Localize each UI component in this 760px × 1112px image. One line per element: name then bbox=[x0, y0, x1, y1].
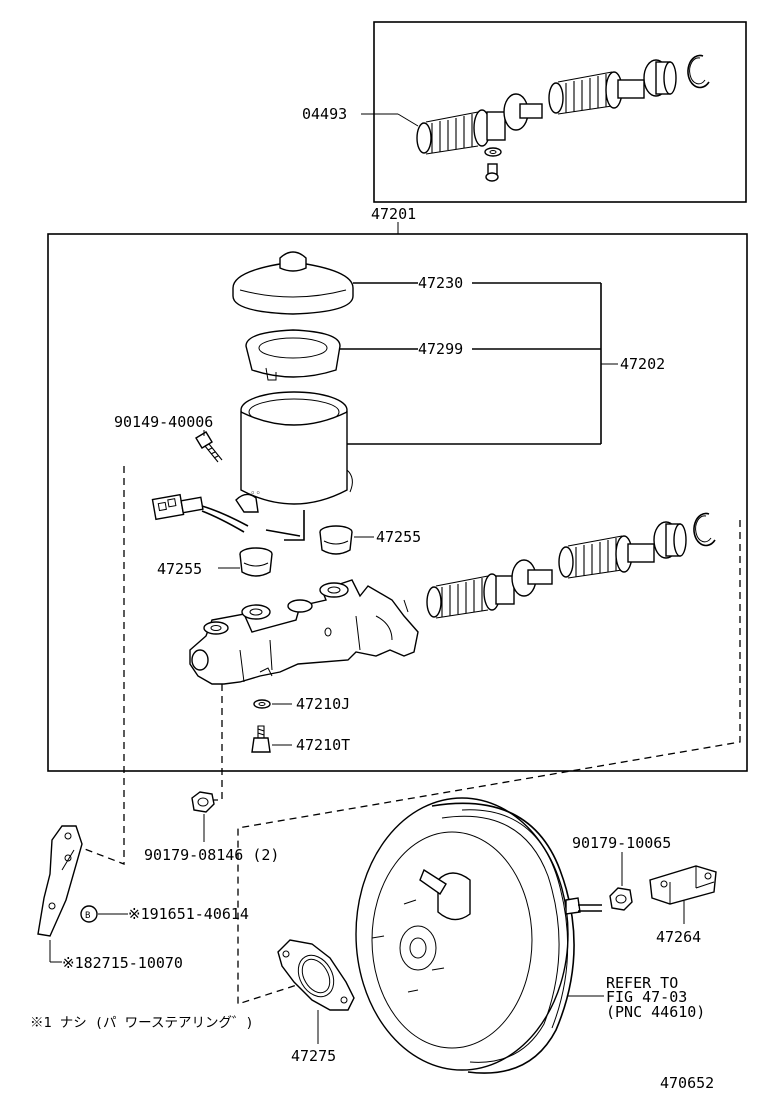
label-grommet-left[interactable]: 47255 bbox=[157, 560, 202, 578]
brake-booster bbox=[355, 797, 602, 1074]
label-master-cylinder[interactable]: 47201 bbox=[371, 205, 416, 223]
bracket bbox=[37, 825, 83, 937]
booster-gasket bbox=[277, 939, 355, 1011]
label-cap-seal[interactable]: 47299 bbox=[418, 340, 463, 358]
label-kit[interactable]: 04493 bbox=[302, 105, 347, 123]
dashed-leader-booster bbox=[237, 520, 741, 1005]
refer-line-2[interactable]: FIG 47-03 bbox=[606, 988, 687, 1006]
label-clevis[interactable]: 47264 bbox=[656, 928, 701, 946]
svg-text:B: B bbox=[85, 911, 90, 921]
label-grommet-right[interactable]: 47255 bbox=[376, 528, 421, 546]
label-nut-left[interactable]: 90179-08146 (2) bbox=[144, 846, 279, 864]
gasket bbox=[253, 699, 271, 709]
nut-right bbox=[609, 887, 633, 911]
kit-piston-assembly bbox=[416, 54, 710, 182]
nut-left bbox=[191, 791, 215, 813]
refer-line-1[interactable]: REFER TO bbox=[606, 974, 678, 992]
master-cylinder-box bbox=[47, 233, 748, 772]
label-bracket-bolt[interactable]: ※191651-40614 bbox=[128, 905, 249, 923]
cap-seal bbox=[245, 329, 341, 381]
dashed-leader-union bbox=[208, 684, 223, 801]
bracket-bolt: B bbox=[80, 905, 98, 923]
clevis bbox=[649, 865, 717, 905]
label-reservoir-cap[interactable]: 47230 bbox=[418, 274, 463, 292]
kit-box bbox=[373, 21, 747, 203]
grommet-right bbox=[319, 525, 353, 555]
figure-number: 470652 bbox=[660, 1074, 714, 1092]
label-nut-right[interactable]: 90179-10065 bbox=[572, 834, 671, 852]
reservoir-body: ◦◦ bbox=[235, 391, 353, 541]
label-union-bolt[interactable]: 47210T bbox=[296, 736, 350, 754]
screw-level-switch bbox=[195, 431, 223, 463]
label-level-switch-screw[interactable]: 90149-40006 bbox=[114, 413, 213, 431]
refer-line-3[interactable]: (PNC 44610) bbox=[606, 1003, 705, 1021]
union-bolt bbox=[251, 725, 271, 753]
label-booster-gasket[interactable]: 47275 bbox=[291, 1047, 336, 1065]
master-cylinder-body bbox=[189, 579, 419, 685]
reservoir-cap bbox=[232, 251, 354, 315]
label-bracket[interactable]: ※182715-10070 bbox=[62, 954, 183, 972]
grommet-left bbox=[239, 547, 273, 577]
label-gasket[interactable]: 47210J bbox=[296, 695, 350, 713]
legend-note: ※1 ナシ (パ ワーステアリング゛) bbox=[30, 1015, 254, 1031]
level-switch-wire bbox=[151, 493, 301, 537]
label-reservoir-assy[interactable]: 47202 bbox=[620, 355, 665, 373]
piston-assembly bbox=[426, 512, 716, 619]
dashed-leader-left bbox=[81, 466, 125, 865]
svg-text:◦◦: ◦◦ bbox=[250, 489, 261, 499]
